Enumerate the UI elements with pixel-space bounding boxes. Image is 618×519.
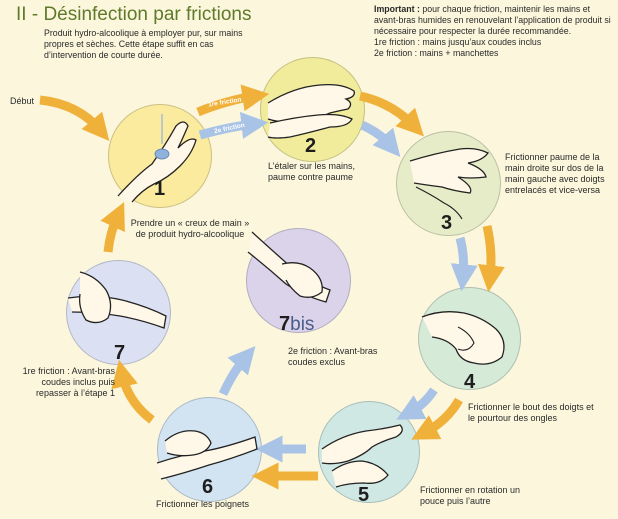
forearm-elbow-hands-icon bbox=[67, 271, 167, 329]
step-7bis-suffix: bis bbox=[290, 314, 315, 335]
step-6-number: 6 bbox=[202, 476, 214, 498]
friction-2-note: 2e friction : mains + manchettes bbox=[374, 48, 499, 58]
arrow-4-5-orange bbox=[411, 397, 463, 440]
cupped-hand-icon bbox=[117, 114, 197, 203]
step-6-label: Frictionner les poignets bbox=[156, 499, 250, 509]
palm-to-palm-hands-icon bbox=[267, 83, 355, 139]
step-1-label: Prendre un « creux de main » de produit … bbox=[130, 218, 250, 239]
arrow-2-3-blue bbox=[360, 120, 401, 157]
friction-1-note: 1re friction : mains jusqu’aux coudes in… bbox=[374, 37, 542, 47]
start-arrow bbox=[39, 95, 110, 141]
step-7-label: 1re friction : Avant-bras coudes inclus … bbox=[22, 366, 115, 398]
step-2-label: L’étaler sur les mains, paume contre pau… bbox=[268, 161, 356, 182]
step-3-number: 3 bbox=[441, 212, 453, 234]
arrow-1-2-first bbox=[196, 84, 270, 117]
step-7bis-number: 7bis bbox=[279, 313, 314, 336]
step-4-circle bbox=[418, 287, 521, 390]
start-label: Début bbox=[10, 96, 35, 106]
important-heading: Important : bbox=[374, 4, 420, 14]
step-4-label: Frictionner le bout des doigts et le pou… bbox=[468, 402, 594, 423]
step-7-number: 7 bbox=[114, 342, 126, 364]
step-7bis-label: 2e friction : Avant-bras coudes exclus bbox=[288, 346, 378, 367]
page-title: II - Désinfection par frictions bbox=[16, 4, 252, 25]
forearm-hands-icon bbox=[247, 231, 331, 303]
thumb-rotation-hands-icon bbox=[321, 424, 403, 488]
arrow-1-2-second bbox=[198, 112, 269, 140]
arrow-3-4-orange bbox=[478, 224, 505, 293]
important-note: Important : pour chaque friction, mainte… bbox=[374, 4, 612, 59]
arrow-7-1 bbox=[100, 201, 125, 253]
wrist-hands-icon bbox=[157, 430, 258, 480]
arrow-6-7 bbox=[111, 359, 155, 424]
step-7bis-digit: 7 bbox=[279, 313, 291, 335]
step-5-number: 5 bbox=[358, 484, 370, 506]
step-1-number: 1 bbox=[154, 178, 166, 200]
step-5-label: Frictionner en rotation un pouce puis l’… bbox=[420, 485, 521, 506]
step-3-label: Frictionner paume de la main droite sur … bbox=[505, 152, 605, 195]
important-text: Important : pour chaque friction, mainte… bbox=[374, 4, 611, 36]
arrow-6-7bis bbox=[218, 346, 256, 396]
arrow-2-3-orange bbox=[358, 91, 424, 137]
step-4-number: 4 bbox=[464, 371, 476, 393]
step-2-number: 2 bbox=[305, 135, 317, 157]
important-body: pour chaque friction, maintenir les main… bbox=[374, 4, 611, 36]
interlaced-fingers-hands-icon bbox=[409, 147, 489, 220]
arrow-4-5-blue bbox=[396, 387, 438, 420]
arrow-3-4-blue bbox=[450, 236, 478, 292]
intro-text: Produit hydro-alcoolique à employer pur,… bbox=[44, 28, 243, 60]
fingertips-hands-icon bbox=[421, 311, 505, 365]
